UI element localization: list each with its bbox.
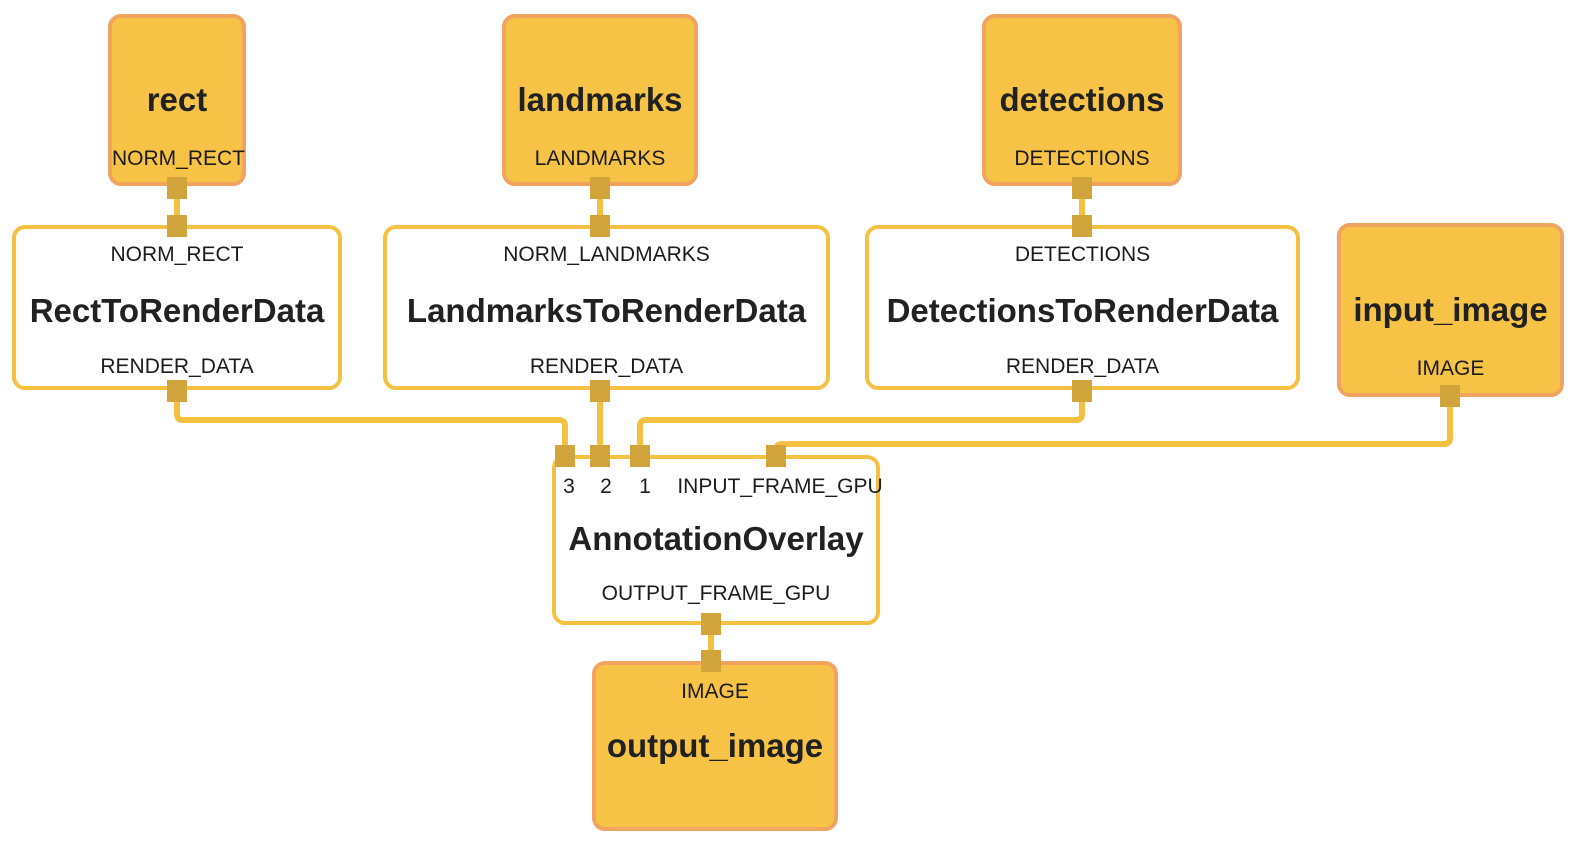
node-title: output_image: [606, 727, 824, 764]
edge-inputimage-to-annotationoverlay-inputframegpu: [773, 396, 1453, 456]
input-port-label: IMAGE: [681, 680, 749, 703]
node-title: DetectionsToRenderData: [886, 292, 1279, 329]
output-port-label: DETECTIONS: [1014, 147, 1150, 170]
node-rect[interactable]: rect NORM_RECT: [108, 14, 246, 186]
node-title: rect: [146, 81, 208, 118]
input-port-label: NORM_LANDMARKS: [503, 243, 710, 266]
input-port-label: NORM_RECT: [110, 243, 244, 266]
node-detections-to-render-data[interactable]: DETECTIONS DetectionsToRenderData RENDER…: [865, 225, 1300, 390]
output-port-label: RENDER_DATA: [529, 355, 684, 378]
node-rect-to-render-data[interactable]: NORM_RECT RectToRenderData RENDER_DATA: [12, 225, 342, 390]
input-port-label-input-frame-gpu: INPUT_FRAME_GPU: [677, 475, 883, 498]
input-port-label-2: 2: [600, 475, 612, 498]
node-annotation-overlay[interactable]: 3 2 1 INPUT_FRAME_GPU AnnotationOverlay …: [552, 455, 883, 625]
node-landmarks-to-render-data[interactable]: NORM_LANDMARKS LandmarksToRenderData REN…: [383, 225, 830, 390]
node-title: detections: [999, 81, 1165, 118]
node-title: LandmarksToRenderData: [406, 292, 807, 329]
node-title: input_image: [1353, 291, 1548, 328]
node-input-image[interactable]: input_image IMAGE: [1337, 223, 1564, 397]
input-port-label: DETECTIONS: [1014, 243, 1151, 266]
node-title: AnnotationOverlay: [568, 520, 864, 557]
edge-detectionstorenderdata-to-annotationoverlay-1: [637, 391, 1085, 456]
input-port-label-3: 3: [563, 475, 575, 498]
output-port-label: RENDER_DATA: [1005, 355, 1160, 378]
output-port-label: NORM_RECT: [112, 147, 246, 170]
output-port-label: RENDER_DATA: [100, 355, 254, 378]
output-port-label: OUTPUT_FRAME_GPU: [601, 582, 831, 605]
node-output-image[interactable]: IMAGE output_image: [592, 661, 838, 831]
output-port-label: LANDMARKS: [534, 147, 666, 170]
input-port-label-1: 1: [639, 475, 651, 498]
node-detections[interactable]: detections DETECTIONS: [982, 14, 1182, 186]
node-title: RectToRenderData: [29, 292, 325, 329]
edge-recttorenderdata-to-annotationoverlay-3: [174, 391, 568, 456]
node-title: landmarks: [517, 81, 683, 118]
output-port-label: IMAGE: [1416, 357, 1485, 380]
node-landmarks[interactable]: landmarks LANDMARKS: [502, 14, 698, 186]
